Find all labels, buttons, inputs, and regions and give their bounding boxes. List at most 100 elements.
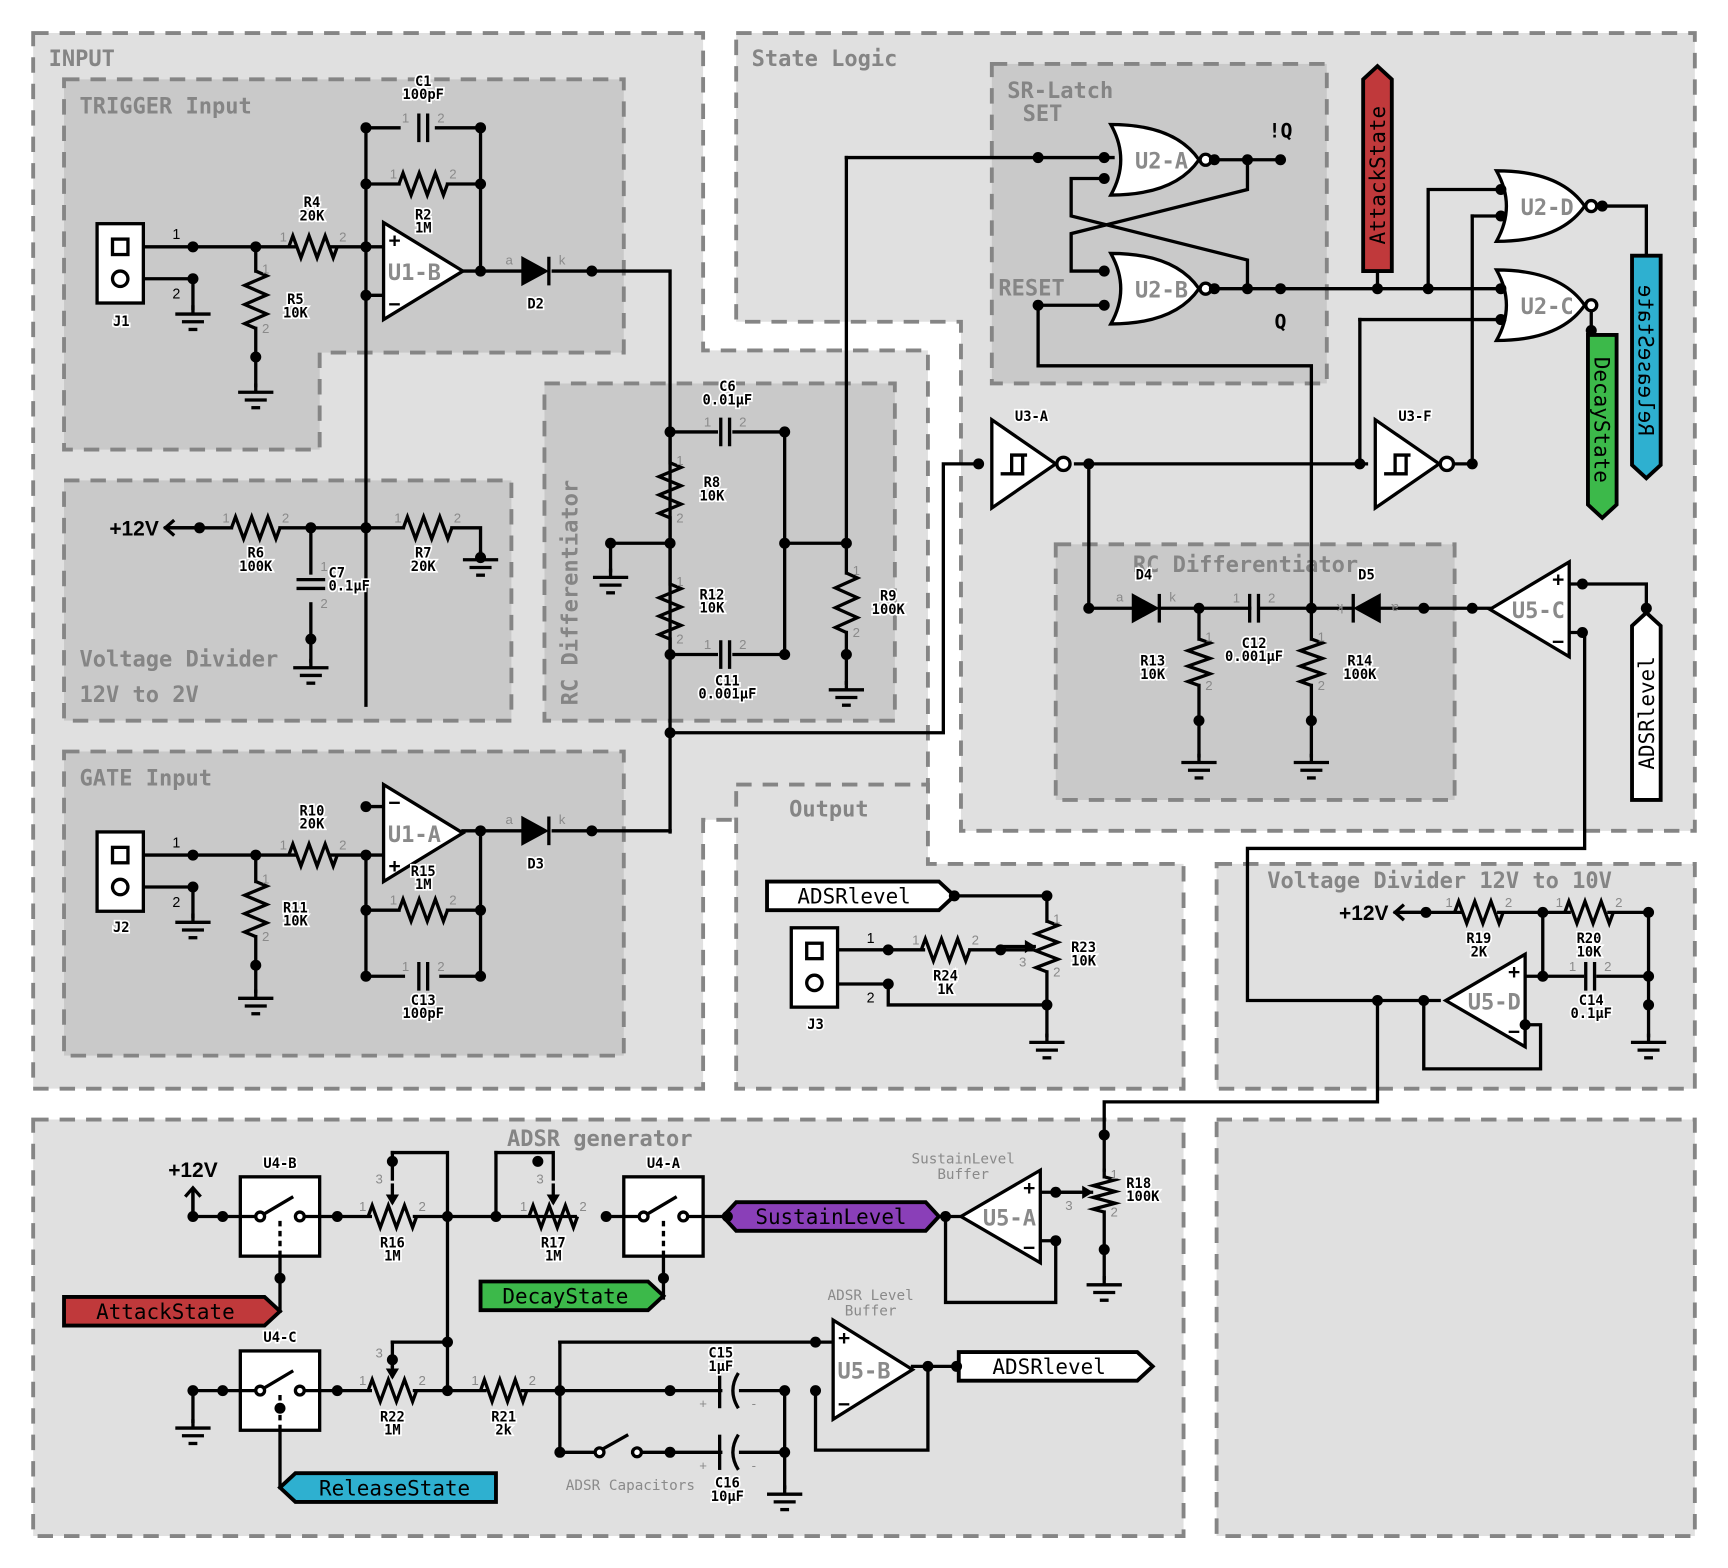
pin-number: 2 [449, 167, 456, 182]
component-ref-r15: R15 [411, 864, 436, 880]
pin-number: 1 [402, 959, 409, 974]
resistor-r10[interactable] [287, 839, 339, 871]
junction-dot [1596, 200, 1608, 212]
net-label-adsr-level[interactable]: ADSRlevel [1630, 610, 1663, 802]
pin-number: 1 [1110, 1167, 1117, 1182]
analog-switch-u4c[interactable] [238, 1349, 322, 1432]
resistor-r8[interactable] [654, 461, 686, 520]
opamp-u5a[interactable]: +−U5-A [957, 1167, 1042, 1266]
junction-dot [973, 458, 985, 470]
wire [1036, 303, 1314, 610]
capacitor-c11[interactable] [719, 640, 732, 669]
analog-switch-u4b[interactable] [238, 1175, 322, 1258]
capacitor-c16[interactable] [717, 1433, 740, 1471]
junction-dot [1193, 715, 1205, 727]
junction-dot [1371, 995, 1383, 1007]
diode-d2[interactable] [521, 255, 551, 287]
resistor-r18[interactable] [1086, 1175, 1122, 1214]
connector-j1[interactable] [95, 222, 146, 305]
resistor-r15[interactable] [397, 894, 450, 926]
resistor-r7[interactable] [401, 511, 454, 544]
junction-dot [1495, 184, 1507, 196]
schmitt-inverter-u3f[interactable] [1373, 416, 1456, 512]
junction-dot [532, 1155, 544, 1167]
capacitor-c12[interactable] [1248, 593, 1261, 623]
component-ref-r2: R2 [415, 207, 432, 223]
region-title-state-logic: State Logic [752, 47, 898, 72]
nor-gate-u2a[interactable]: U2-A [1107, 122, 1213, 197]
resistor-r20[interactable] [1563, 896, 1615, 929]
resistor-r23[interactable] [1031, 919, 1063, 974]
capacitor-c13[interactable] [417, 961, 430, 991]
diode-d5[interactable] [1351, 593, 1381, 624]
junction-dot [664, 426, 676, 438]
opamp-u1a[interactable]: −+U1-A [381, 781, 467, 885]
analog-switch-u4a[interactable] [622, 1175, 705, 1258]
schmitt-inverter-u3a[interactable] [990, 416, 1072, 512]
power-label-12v: +12V [109, 518, 158, 541]
nor-gate-u2b[interactable]: U2-B [1107, 251, 1213, 326]
ground-icon [238, 989, 274, 1016]
connector-j2[interactable] [95, 830, 146, 913]
note-adsr-capacitors: ADSR Capacitors [566, 1478, 695, 1494]
resistor-r21[interactable] [478, 1374, 529, 1407]
component-ref-r16: R16 [380, 1235, 405, 1251]
resistor-r4[interactable] [287, 231, 339, 263]
opamp-u5b[interactable]: +−U5-B [831, 1317, 916, 1423]
component-ref-c11: C11 [715, 673, 740, 689]
resistor-r16[interactable] [366, 1200, 419, 1233]
resistor-r19[interactable] [1453, 896, 1505, 929]
junction-dot [1032, 152, 1044, 164]
wire [494, 1150, 555, 1181]
capacitor-c6[interactable] [719, 417, 732, 447]
net-label-adsr-level[interactable]: ADSRlevel [765, 879, 958, 913]
capacitor-c14[interactable] [1584, 961, 1597, 991]
nor-gate-u2c[interactable]: U2-C [1493, 268, 1599, 343]
pin-number: 1 [262, 872, 269, 887]
resistor-r9[interactable] [831, 571, 862, 634]
wiper-arrow-icon [1024, 939, 1036, 954]
junction-dot [475, 122, 487, 134]
resistor-r11[interactable] [240, 879, 272, 939]
resistor-r17[interactable] [527, 1200, 580, 1233]
hysteresis-icon [1000, 453, 1028, 476]
resistor-r2[interactable] [397, 168, 450, 200]
connector-j3[interactable] [789, 926, 840, 1009]
resistor-r24[interactable] [919, 934, 972, 966]
opamp-u5d[interactable]: +−U5-D [1442, 951, 1527, 1050]
opamp-unit-label: U5-C [1512, 599, 1565, 624]
opamp-u5c[interactable]: +−U5-C [1486, 559, 1571, 660]
component-value-r24: 1K [937, 982, 954, 998]
capacitor-c7[interactable] [296, 577, 326, 591]
net-label-adsr-level[interactable]: ADSRlevel [956, 1350, 1156, 1383]
resistor-r13[interactable] [1182, 637, 1215, 687]
opamp-u1b[interactable]: +−U1-B [381, 219, 467, 323]
nor-gate-u2d[interactable]: U2-D [1493, 169, 1599, 243]
capacitor-c15[interactable] [717, 1372, 740, 1410]
resistor-r22[interactable] [366, 1374, 419, 1407]
resistor-r14[interactable] [1295, 637, 1328, 687]
net-label-decay-state[interactable]: DecayState [478, 1279, 667, 1313]
note-sustain-buffer-1: SustainLevel [911, 1152, 1014, 1168]
diode-d3[interactable] [521, 815, 551, 846]
junction-dot [360, 122, 372, 134]
junction-dot [1519, 1019, 1531, 1031]
component-ref-u3f: U3-F [1398, 409, 1431, 425]
resistor-r5[interactable] [240, 269, 271, 330]
component-ref-r7: R7 [415, 546, 432, 562]
component-ref-r8: R8 [704, 475, 721, 491]
junction-dot [187, 881, 199, 893]
capacitor-c1[interactable] [417, 113, 430, 143]
net-label-attack-state[interactable]: AttackState [1361, 63, 1394, 273]
opamp-unit-label: U1-B [388, 261, 441, 286]
net-label-sustain-level[interactable]: SustainLevel [720, 1200, 942, 1233]
resistor-r12[interactable] [654, 582, 686, 641]
net-label-release-state[interactable]: ReleaseState [1630, 253, 1663, 481]
junction-dot [779, 1385, 791, 1397]
pin-number: 2 [739, 637, 746, 652]
net-label-release-state[interactable]: ReleaseState [277, 1471, 498, 1504]
resistor-r6[interactable] [229, 511, 282, 544]
net-label-attack-state[interactable]: AttackState [62, 1295, 283, 1328]
diode-d4[interactable] [1131, 593, 1161, 624]
net-label-decay-state[interactable]: DecayState [1586, 333, 1619, 521]
